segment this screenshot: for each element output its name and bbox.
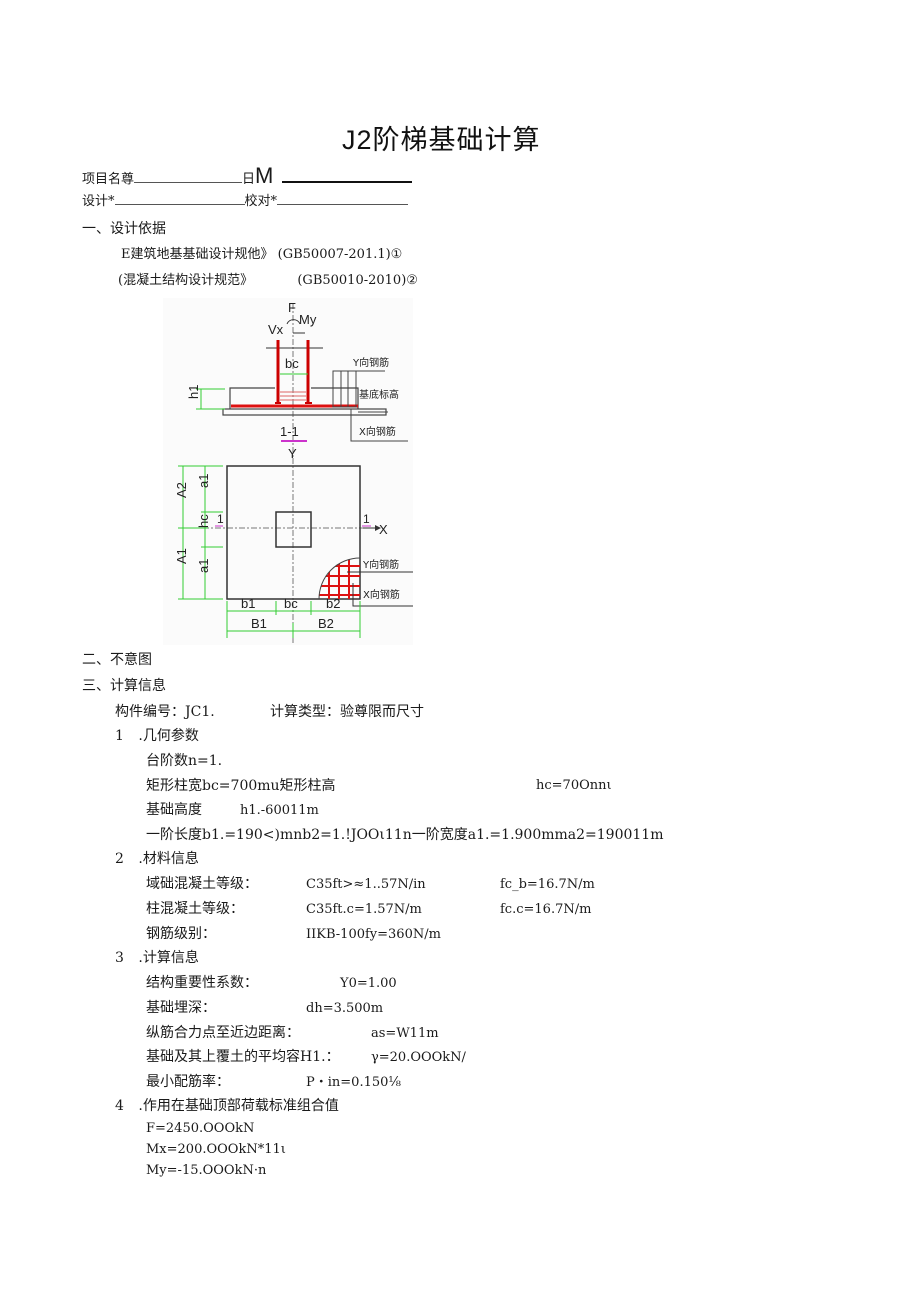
calc-heading-text: .计算信息 xyxy=(138,950,199,966)
load-f: F=2450.OOOkN xyxy=(146,1121,255,1136)
calc-heading-num: 3 xyxy=(115,950,124,966)
material-row-value: C35ft>≈1..57N/in xyxy=(306,877,426,892)
material-heading-num: 2 xyxy=(115,851,124,867)
design-row: 设计* 校对* xyxy=(82,191,409,211)
x-rebar-label-section: X向钢筋 xyxy=(359,425,396,438)
y-rebar-label-plan: Y向钢筋 xyxy=(362,558,399,571)
calc-row-label: 纵筋合力点至近边距离： xyxy=(146,1025,300,1041)
material-row-label: 钢筋级别： xyxy=(146,926,216,942)
material-row-value: IIKB-100fy=360N/m xyxy=(306,927,441,942)
calc-type: 计算类型：验尊限而尺寸 xyxy=(270,704,424,720)
geometry-heading-num: 1 xyxy=(115,728,124,744)
material-row-label: 域础混凝土等级： xyxy=(146,876,258,892)
b2-label: b2 xyxy=(326,596,340,611)
foundation-diagram-svg: bc Y向钢筋 基底标高 X向钢筋 h1 F My Vx 1-1 Y xyxy=(163,298,413,645)
material-heading: 2 .材料信息 xyxy=(115,850,199,868)
design-field[interactable] xyxy=(114,191,245,205)
section-mark-left: 1 xyxy=(217,512,224,526)
reference-1-code: (GB50007-201.1)① xyxy=(277,247,403,262)
section2-heading: 二、不意图 xyxy=(82,652,152,668)
base-elevation-label: 基底标高 xyxy=(359,388,399,401)
calc-row-value: Y0=1.00 xyxy=(340,976,397,991)
bc-plan-label: bc xyxy=(284,596,298,611)
b1-label: b1 xyxy=(241,596,255,611)
section3-heading: 三、计算信息 xyxy=(82,678,166,694)
foundation-height-label: 基础高度 xyxy=(146,802,202,818)
reference-1-name: E建筑地基基础设计规他》 xyxy=(121,247,274,262)
my-label: My xyxy=(299,312,317,327)
page-title: J2阶梯基础计算 xyxy=(342,125,541,155)
load-mx: Mx=200.OOOkN*11ι xyxy=(146,1142,286,1157)
x-rebar-label-plan: X向钢筋 xyxy=(363,588,400,601)
reference-2-code: (GB50010-2010)② xyxy=(297,273,418,288)
y-rebar-label-section: Y向钢筋 xyxy=(352,356,389,369)
a2-label: A2 xyxy=(174,482,189,498)
material-row-extra: fc_b=16.7N/m xyxy=(500,877,595,892)
calc-row-label: 最小配筋率： xyxy=(146,1074,230,1090)
calc-row-value: P・in=0.150⅛ xyxy=(306,1075,401,1090)
geometry-heading-text: .几何参数 xyxy=(138,728,199,744)
bc-label: bc xyxy=(285,356,299,371)
section-mark-right: 1 xyxy=(363,512,370,526)
loads-heading-text: .作用在基础顶部荷载标准组合值 xyxy=(138,1098,339,1114)
a1-top-label: a1 xyxy=(196,474,211,488)
calc-row-value: as=W11m xyxy=(371,1026,439,1041)
date-big-label: M xyxy=(255,163,274,188)
material-heading-text: .材料信息 xyxy=(138,851,199,867)
material-row-extra: fc.c=16.7N/m xyxy=(500,902,592,917)
h1-label: h1 xyxy=(186,385,201,399)
calc-heading: 3 .计算信息 xyxy=(115,949,199,967)
y-axis-label-section: Y xyxy=(288,446,297,461)
hc-label: hc xyxy=(196,514,211,528)
calc-row-label: 结构重要性系数： xyxy=(146,975,258,991)
column-width: 矩形柱宽bc=700mu矩形柱高 xyxy=(146,778,336,794)
reference-2-name: (混凝土结构设计规范》 xyxy=(118,273,254,288)
calc-row-label: 基础及其上覆土的平均容H1.： xyxy=(146,1049,340,1065)
date-label: 日 xyxy=(242,172,256,187)
calc-row-value: dh=3.500m xyxy=(306,1001,384,1016)
component-id: 构件编号：JC1. xyxy=(115,704,215,720)
f-label: F xyxy=(288,300,296,315)
reference-2: (混凝土结构设计规范》 (GB50010-2010)② xyxy=(118,272,418,290)
design-label: 设计* xyxy=(82,194,115,209)
section-1-1-label: 1-1 xyxy=(280,424,299,439)
project-name-field[interactable] xyxy=(134,169,243,183)
calc-row-value: γ=20.OOOkN/ xyxy=(371,1050,466,1065)
date-field[interactable] xyxy=(281,168,412,183)
loads-heading: 4 .作用在基础顶部荷载标准组合值 xyxy=(115,1097,339,1115)
vx-label: Vx xyxy=(268,322,284,337)
B2-label: B2 xyxy=(318,616,334,631)
section1-heading: 一、设计依据 xyxy=(82,221,166,237)
foundation-diagram: bc Y向钢筋 基底标高 X向钢筋 h1 F My Vx 1-1 Y xyxy=(163,298,413,645)
material-row-value: C35ft.c=1.57N/m xyxy=(306,902,422,917)
a1-label: A1 xyxy=(174,548,189,564)
calc-row-label: 基础埋深： xyxy=(146,1000,216,1016)
check-label: 校对* xyxy=(244,194,278,209)
reference-1: E建筑地基基础设计规他》 (GB50007-201.1)① xyxy=(121,246,402,264)
step-dimensions: 一阶长度b1.=190<)mnb2=1.!JOOι11n一阶宽度a1.=1.90… xyxy=(146,827,664,843)
project-name-label: 项目名尊 xyxy=(82,172,135,187)
project-name-row: 项目名尊 日M xyxy=(82,165,412,189)
check-field[interactable] xyxy=(277,191,409,205)
step-count: 台阶数n=1. xyxy=(146,753,223,769)
geometry-heading: 1 .几何参数 xyxy=(115,727,199,745)
loads-heading-num: 4 xyxy=(115,1098,124,1114)
B1-label: B1 xyxy=(251,616,267,631)
column-height: hc=70Onnι xyxy=(536,778,612,793)
x-axis-label: X xyxy=(379,522,388,537)
load-my: My=-15.OOOkN·n xyxy=(146,1163,267,1178)
material-row-label: 柱混凝土等级： xyxy=(146,901,244,917)
foundation-height-value: h1.-60011m xyxy=(240,803,319,818)
a1-bottom-label: a1 xyxy=(196,559,211,573)
